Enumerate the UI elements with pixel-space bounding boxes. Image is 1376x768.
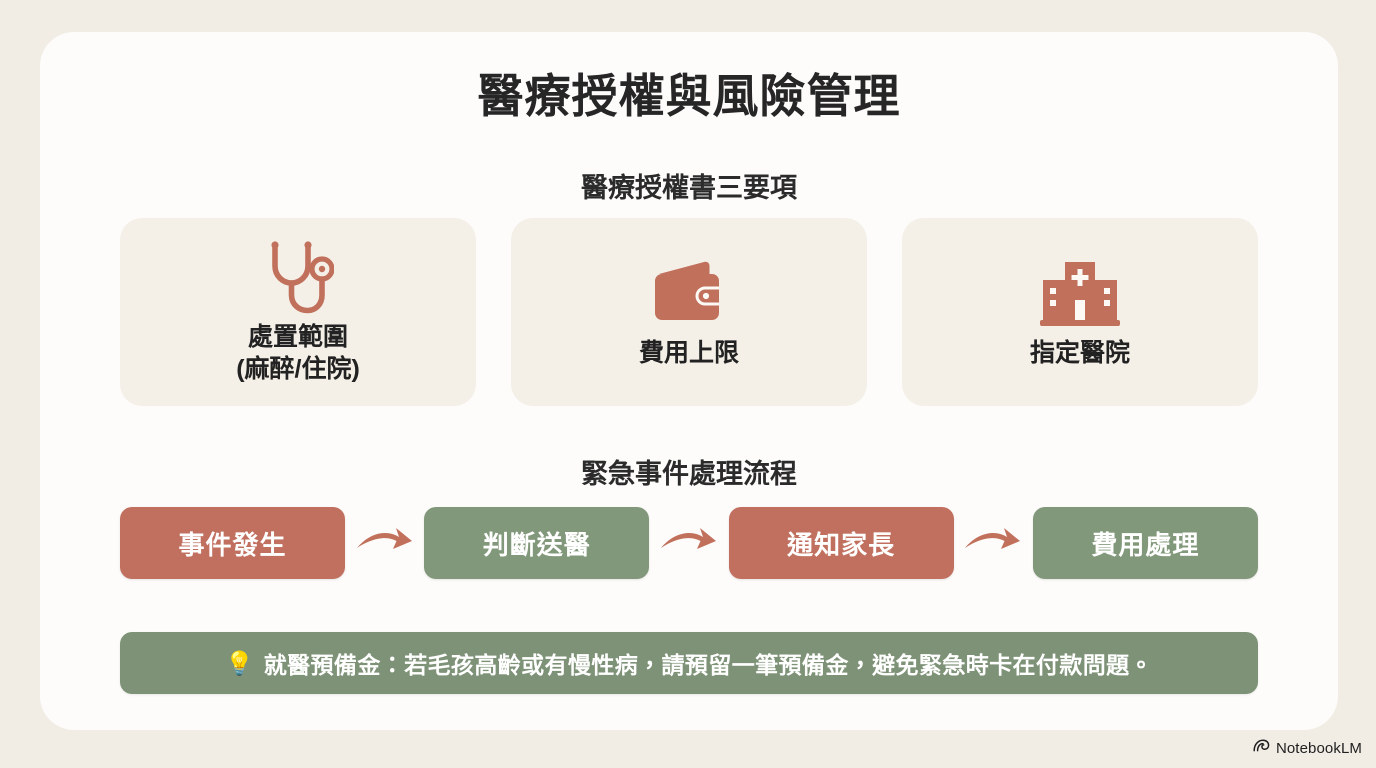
tip-text: 就醫預備金：若毛孩高齡或有慢性病，請預留一筆預備金，避免緊急時卡在付款問題。 [263,652,1153,678]
lightbulb-icon: 💡 [225,649,254,676]
key-card-designated-hospital[interactable]: 指定醫院 [902,218,1258,406]
emergency-flow-row: 事件發生 判斷送醫 通知家長 費用處理 [120,507,1258,579]
flow-arrow-icon [960,513,1026,573]
wallet-icon [650,255,728,331]
key-card-label: 處置範圍 [247,323,348,351]
flow-step-incident[interactable]: 事件發生 [120,507,345,579]
cards-section-heading: 醫療授權書三要項 [581,173,797,203]
flow-step-cost-handling[interactable]: 費用處理 [1032,507,1258,579]
flow-arrow-icon [656,513,722,573]
key-items-card-row: 處置範圍 (麻醉/住院) 費用上限 [120,218,1258,406]
key-card-treatment-scope[interactable]: 處置範圍 (麻醉/住院) [120,218,476,406]
key-card-cost-cap[interactable]: 費用上限 [511,218,867,406]
stethoscope-icon [262,239,334,315]
page-title: 醫療授權與風險管理 [477,70,901,122]
flow-step-assess-transport[interactable]: 判斷送醫 [424,507,650,579]
flow-step-notify-guardian[interactable]: 通知家長 [728,507,954,579]
notebooklm-logo-icon [1253,738,1270,758]
hospital-icon [1039,255,1121,331]
key-card-label: 指定醫院 [1029,339,1130,367]
key-card-sublabel: (麻醉/住院) [236,355,360,383]
slide-panel: 醫療授權與風險管理 醫療授權書三要項 處置範圍 (麻醉/住院) [40,32,1338,730]
flow-section-heading: 緊急事件處理流程 [581,459,797,489]
tip-banner: 💡 就醫預備金：若毛孩高齡或有慢性病，請預留一筆預備金，避免緊急時卡在付款問題。 [120,632,1258,694]
notebooklm-label: NotebookLM [1275,739,1362,757]
flow-arrow-icon [352,513,418,573]
notebooklm-watermark: NotebookLM [1253,738,1362,758]
key-card-label: 費用上限 [638,339,739,367]
